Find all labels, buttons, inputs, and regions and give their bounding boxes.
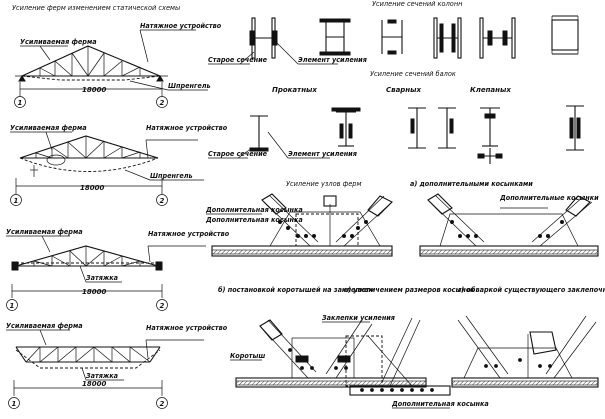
nodes-heading: Усиление узлов ферм (286, 180, 361, 188)
column-sections: Старое сечение Элемент усиления (208, 15, 579, 65)
span-dimension-3: 18000 (82, 288, 106, 296)
label-tension-device-2: Натяжное устройство (146, 123, 228, 132)
label-extra-gussets: Дополнительные косынки (499, 193, 599, 202)
label-old-section-beam: Старое сечение (208, 149, 268, 158)
label-reinforcement-col: Элемент усиления (298, 55, 367, 64)
label-extra-gusset-bottom: Дополнительная косынка (391, 399, 489, 408)
beams-riveted-label: Клепаных (470, 86, 511, 94)
node-a-caption: а) дополнительными косынками (410, 179, 533, 188)
truss-scheme-4: Усиливаемая ферма Натяжное устройство За… (6, 321, 228, 409)
label-reinforced-truss-4: Усиливаемая ферма (6, 321, 83, 330)
label-reinforcement-rivets: Заклепки усиления (322, 313, 395, 322)
beams-welded-label: Сварных (386, 86, 421, 94)
node-v-caption: в) увеличением размеров косынок (344, 285, 475, 294)
axis-1-marker: 1 (14, 197, 19, 205)
node-g (451, 315, 599, 388)
axis-2-marker: 2 (160, 302, 165, 310)
label-reinforcement-beam: Элемент усиления (288, 149, 357, 158)
label-reinforced-truss-2: Усиливаемая ферма (10, 123, 87, 132)
truss-scheme-3: Усиливаемая ферма Натяжное устройство За… (6, 227, 230, 311)
truss-scheme-heading: Усиление ферм изменением статической схе… (12, 4, 180, 12)
span-dimension-2: 18000 (80, 184, 104, 192)
span-dimension-1: 18000 (82, 86, 106, 94)
axis-1-marker: 1 (18, 99, 23, 107)
node-a-right (419, 193, 599, 257)
label-old-section-col: Старое сечение (208, 55, 268, 64)
label-tie-4: Затяжка (86, 371, 118, 380)
label-tie-3: Затяжка (86, 273, 118, 282)
node-a-left (211, 193, 393, 257)
label-tension-device-3: Натяжное устройство (148, 229, 230, 238)
label-reinforced-truss-3: Усиливаемая ферма (6, 227, 83, 236)
label-tension-device-4: Натяжное устройство (146, 323, 228, 332)
node-b-caption: б) постановкой коротышей на заклепках (218, 285, 374, 294)
label-extra-gusset-top: Дополнительная косынка (205, 205, 303, 214)
axis-2-marker: 2 (160, 99, 165, 107)
node-b (235, 319, 427, 388)
beams-heading: Усиление сечений балок (370, 70, 456, 78)
label-sprengel-1: Шпренгель (168, 81, 211, 90)
axis-1-marker: 1 (12, 400, 17, 408)
truss-scheme-2: Усиливаемая ферма Натяжное устройство Шп… (10, 123, 228, 206)
axis-2-marker: 2 (160, 400, 165, 408)
beams-rolled-label: Прокатных (272, 86, 317, 94)
axis-2-marker: 2 (160, 197, 165, 205)
node-v (345, 317, 451, 396)
label-tension-device-1: Натяжное устройство (140, 21, 222, 30)
label-short-piece: Коротыш (230, 351, 265, 360)
label-extra-gusset-top-2: Дополнительная косынка (205, 215, 303, 224)
columns-heading: Усиление сечений колонн (372, 0, 463, 8)
truss-scheme-1: Усиливаемая ферма Натяжное устройство Шп… (14, 21, 222, 108)
node-g-caption: г) обваркой существующего заклепочного с… (458, 285, 605, 294)
label-sprengel-2: Шпренгель (150, 171, 193, 180)
beam-sections: Старое сечение Элемент усиления (208, 105, 584, 164)
axis-1-marker: 1 (10, 302, 15, 310)
label-reinforced-truss-1: Усиливаемая ферма (20, 37, 97, 46)
span-dimension-4: 18000 (82, 380, 106, 388)
